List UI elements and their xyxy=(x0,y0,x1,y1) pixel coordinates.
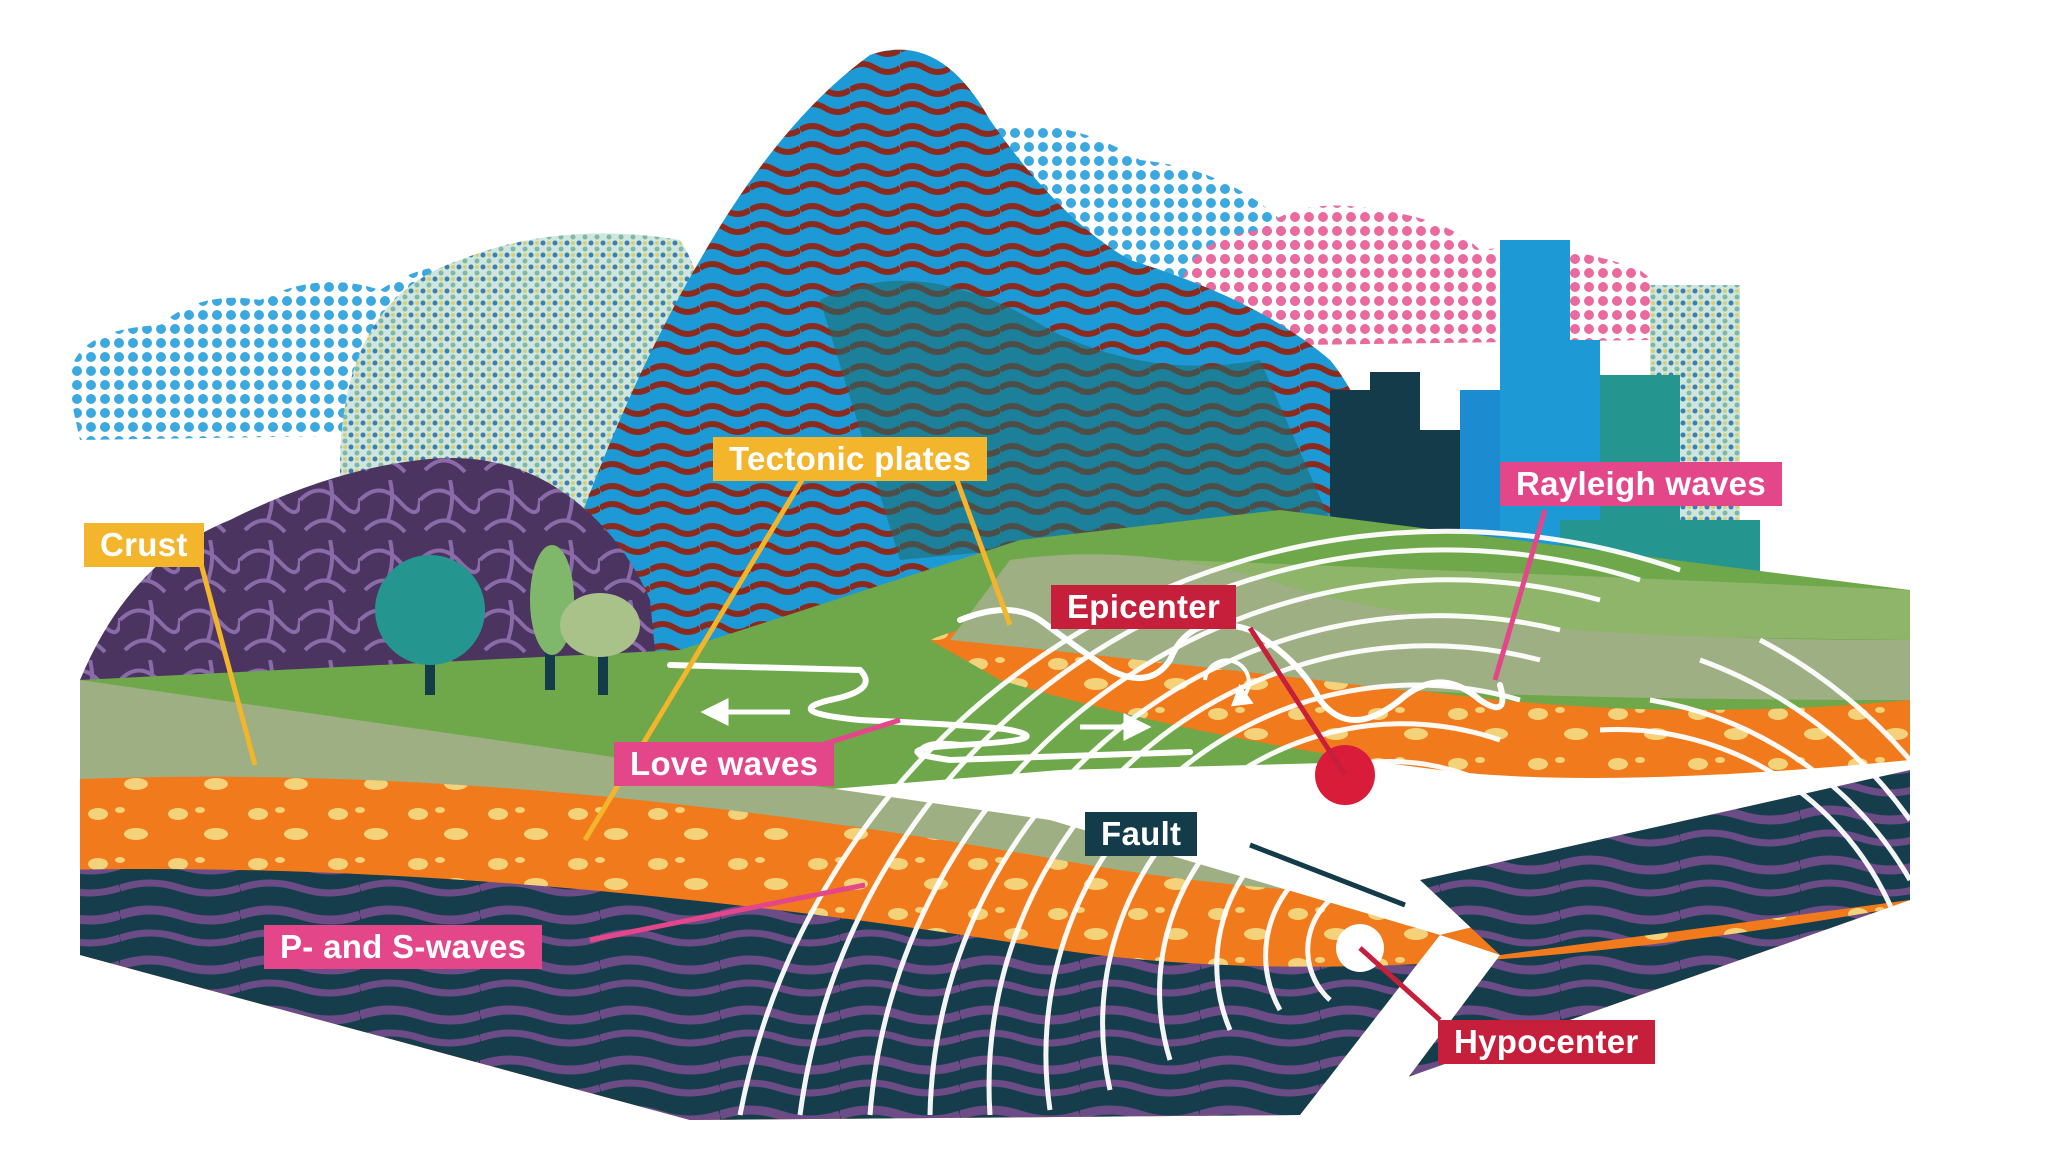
love-wave-arrows xyxy=(700,697,1152,742)
label-p-and-s-waves: P- and S-waves xyxy=(264,925,543,969)
fault-face xyxy=(1420,770,1910,955)
label-tectonic-plates: Tectonic plates xyxy=(713,437,988,481)
love-wave-path xyxy=(667,662,1193,764)
seismic-waves xyxy=(737,528,1913,1116)
fault-notch xyxy=(1300,935,1500,1115)
label-epicenter: Epicenter xyxy=(1051,585,1237,629)
trees xyxy=(375,545,640,695)
label-fault: Fault xyxy=(1085,812,1198,856)
mountain-shadow xyxy=(820,280,1330,560)
label-crust: Crust xyxy=(84,523,204,567)
label-rayleigh-waves: Rayleigh waves xyxy=(1500,462,1782,506)
rotation-icon xyxy=(1203,658,1254,707)
rock-hill xyxy=(80,458,660,700)
label-love-waves: Love waves xyxy=(614,742,835,786)
label-hypocenter: Hypocenter xyxy=(1438,1020,1655,1064)
